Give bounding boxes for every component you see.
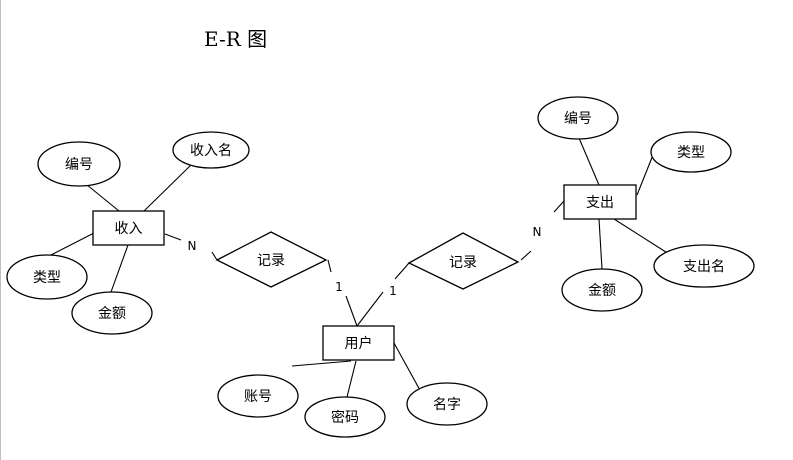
line-income-rel-a bbox=[164, 233, 182, 241]
connectors bbox=[48, 137, 670, 398]
line-income-name bbox=[143, 164, 192, 212]
income-user-cardinality-1: 1 bbox=[335, 280, 343, 294]
income-amount-attribute bbox=[71, 291, 153, 335]
income-amount-label: 金额 bbox=[98, 306, 126, 322]
income-record-label: 记录 bbox=[257, 253, 285, 269]
expense-amount-attribute bbox=[561, 268, 643, 312]
user-account-label: 账号 bbox=[244, 389, 272, 405]
expense-type-label: 类型 bbox=[677, 145, 705, 161]
user-name-attribute bbox=[406, 382, 488, 426]
line-expense-id bbox=[578, 137, 600, 186]
income-name-attribute bbox=[172, 131, 250, 169]
income-type-attribute bbox=[6, 254, 88, 300]
line-income-amount bbox=[110, 244, 129, 293]
expense-cardinality-n: N bbox=[533, 225, 542, 239]
line-user-rel-a bbox=[394, 262, 410, 280]
expense-entity-box bbox=[563, 184, 637, 220]
expense-entity-group: 支出 编号 类型 支出名 金额 bbox=[537, 96, 755, 312]
user-name-label: 名字 bbox=[433, 397, 461, 413]
income-name-label: 收入名 bbox=[190, 143, 232, 159]
user-entity-label: 用户 bbox=[345, 335, 373, 352]
diagram-title: E-R 图 bbox=[204, 27, 267, 51]
line-user-password bbox=[346, 360, 357, 398]
expense-id-attribute bbox=[537, 96, 619, 140]
user-account-attribute bbox=[217, 374, 299, 418]
line-expense-type bbox=[636, 154, 654, 196]
income-cardinality-n: N bbox=[188, 239, 197, 253]
expense-record-relationship bbox=[407, 232, 520, 290]
line-rel-expense-a bbox=[520, 250, 532, 261]
income-record-group: 记录 N 1 bbox=[188, 231, 343, 294]
income-id-attribute bbox=[37, 141, 121, 187]
line-rel-expense-b bbox=[553, 200, 565, 213]
expense-record-label: 记录 bbox=[449, 255, 477, 271]
income-record-relationship bbox=[215, 231, 328, 288]
line-user-account bbox=[291, 360, 352, 367]
line-expense-name bbox=[613, 218, 670, 255]
expense-amount-label: 金额 bbox=[588, 283, 616, 299]
user-password-attribute bbox=[304, 396, 386, 438]
line-income-rel-b bbox=[211, 251, 218, 261]
line-expense-amount bbox=[598, 218, 603, 270]
income-type-label: 类型 bbox=[33, 270, 61, 286]
income-entity-box bbox=[92, 210, 165, 246]
expense-record-group: 记录 1 N bbox=[389, 225, 541, 298]
line-income-type bbox=[48, 232, 95, 257]
income-entity-group: 收入 编号 收入名 类型 金额 bbox=[6, 131, 250, 335]
user-entity-box bbox=[322, 325, 395, 361]
expense-name-attribute bbox=[653, 244, 755, 288]
income-entity-label: 收入 bbox=[115, 221, 143, 237]
line-user-rel-b bbox=[356, 291, 384, 327]
expense-entity-label: 支出 bbox=[586, 195, 614, 211]
line-rel-user-b bbox=[345, 295, 358, 327]
user-password-label: 密码 bbox=[331, 409, 359, 426]
line-rel-user-a bbox=[327, 259, 332, 273]
expense-type-attribute bbox=[650, 131, 732, 173]
line-user-name bbox=[393, 342, 422, 393]
income-id-label: 编号 bbox=[65, 157, 93, 173]
expense-user-cardinality-1: 1 bbox=[389, 284, 397, 298]
user-entity-group: 用户 账号 密码 名字 bbox=[217, 325, 488, 438]
expense-name-label: 支出名 bbox=[683, 259, 725, 275]
expense-id-label: 编号 bbox=[564, 111, 592, 127]
